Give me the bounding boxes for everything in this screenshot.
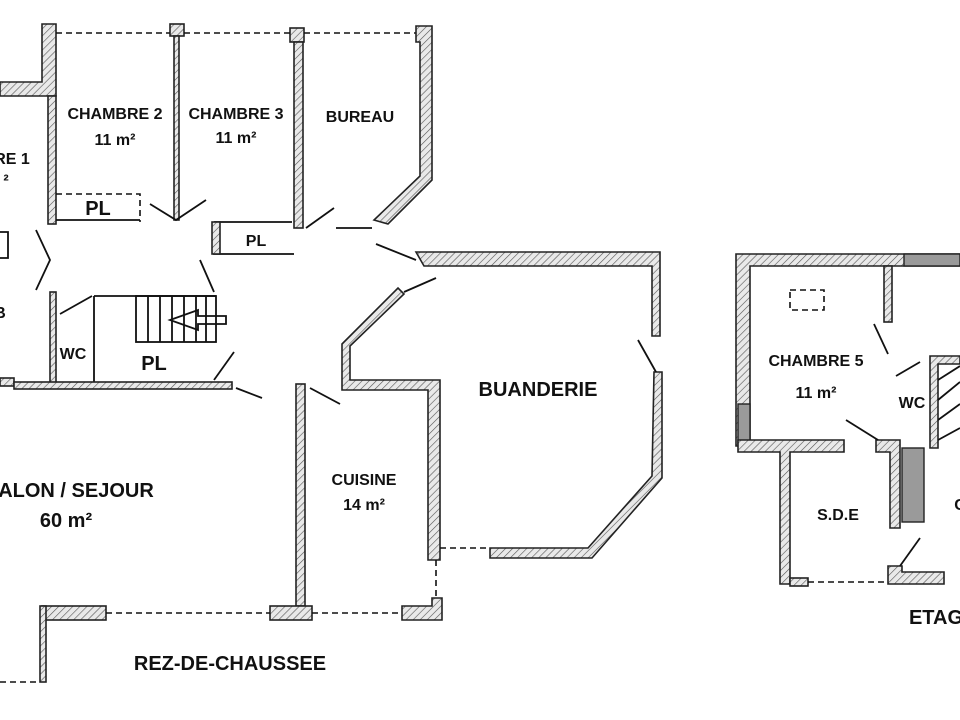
wall: [401, 597, 443, 621]
wall: [883, 265, 893, 323]
stairwell-outline: [93, 295, 216, 384]
door-swing: [895, 361, 921, 377]
wall: [903, 253, 960, 267]
wall: [735, 253, 960, 447]
room-area-chambre-5: 11 m²: [796, 385, 837, 402]
door-swing: [899, 537, 921, 567]
wall: [737, 403, 751, 445]
wall-line: [0, 231, 9, 259]
door-swing: [149, 199, 207, 222]
wall: [887, 565, 945, 585]
closet-label: PL: [141, 353, 167, 375]
upper-floor-plan: CHAMBRE 5 11 m² WC S.D.E C ETAG: [735, 253, 960, 629]
room-area-chambre-2: 11 m²: [95, 132, 136, 149]
stair-curve: [937, 365, 960, 441]
wall: [39, 605, 47, 683]
wall: [169, 23, 185, 37]
room-label-c: C: [954, 497, 960, 514]
wall: [47, 95, 57, 225]
ground-floor-plan: RE 1 ² CHAMBRE 2 11 m² CHAMBRE 3 11 m² B…: [0, 23, 663, 683]
room-label-wc: WC: [60, 346, 87, 363]
wall: [0, 377, 15, 387]
wall: [289, 27, 305, 43]
floor-title-ground: REZ-DE-CHAUSSEE: [134, 653, 326, 675]
door-swing: [637, 339, 657, 373]
dashed-line: [0, 612, 402, 683]
door-swing: [305, 207, 335, 229]
floor-title-upper: ETAG: [909, 607, 960, 629]
door-swing: [375, 243, 417, 261]
room-area-cuisine: 14 m²: [343, 497, 385, 514]
room-label-cuisine: CUISINE: [332, 472, 397, 489]
door-swing: [309, 387, 341, 405]
door-swing: [873, 323, 889, 355]
room-label-b: B: [0, 305, 6, 322]
wall: [295, 383, 306, 607]
door-swing: [59, 295, 93, 315]
door-swing: [213, 351, 235, 381]
closet-label: PL: [246, 233, 267, 250]
room-label-salon-sejour: ALON / SEJOUR: [0, 480, 154, 502]
wall: [929, 355, 960, 449]
room-label-chambre-5: CHAMBRE 5: [768, 353, 863, 370]
stair-arrow: [167, 308, 227, 332]
door-swing: [845, 419, 879, 441]
wall: [293, 41, 304, 229]
closet-label: PL: [85, 198, 111, 220]
room-area-chambre-3: 11 m²: [216, 130, 257, 147]
room-area-chambre-1: ²: [3, 173, 8, 190]
wall: [49, 291, 57, 385]
room-label-chambre-3: CHAMBRE 3: [188, 106, 283, 123]
wall: [789, 577, 809, 587]
room-label-chambre-1: RE 1: [0, 151, 30, 168]
room-area-salon-sejour: 60 m²: [40, 510, 93, 532]
dashed-line: [56, 193, 141, 222]
dashed-line: [789, 289, 888, 583]
wall: [0, 23, 57, 97]
wall: [901, 447, 925, 523]
wall: [13, 381, 233, 390]
room-label-sde: S.D.E: [817, 507, 859, 524]
door-swing: [35, 229, 51, 291]
room-label-wc-upper: WC: [899, 395, 926, 412]
wall: [269, 605, 313, 621]
door-swing: [403, 277, 437, 293]
stair-step: [147, 296, 207, 342]
room-label-bureau: BUREAU: [326, 109, 394, 126]
wall: [41, 605, 107, 621]
wall: [341, 286, 441, 561]
door-swing: [199, 259, 215, 293]
wall: [489, 371, 663, 559]
wall: [875, 439, 901, 529]
door-swing: [235, 387, 263, 399]
wall: [173, 35, 180, 221]
dashed-line: [435, 547, 490, 600]
room-label-buanderie: BUANDERIE: [479, 379, 598, 401]
wall: [372, 25, 433, 225]
wall: [414, 251, 661, 337]
wall: [211, 221, 221, 255]
room-label-chambre-2: CHAMBRE 2: [67, 106, 162, 123]
